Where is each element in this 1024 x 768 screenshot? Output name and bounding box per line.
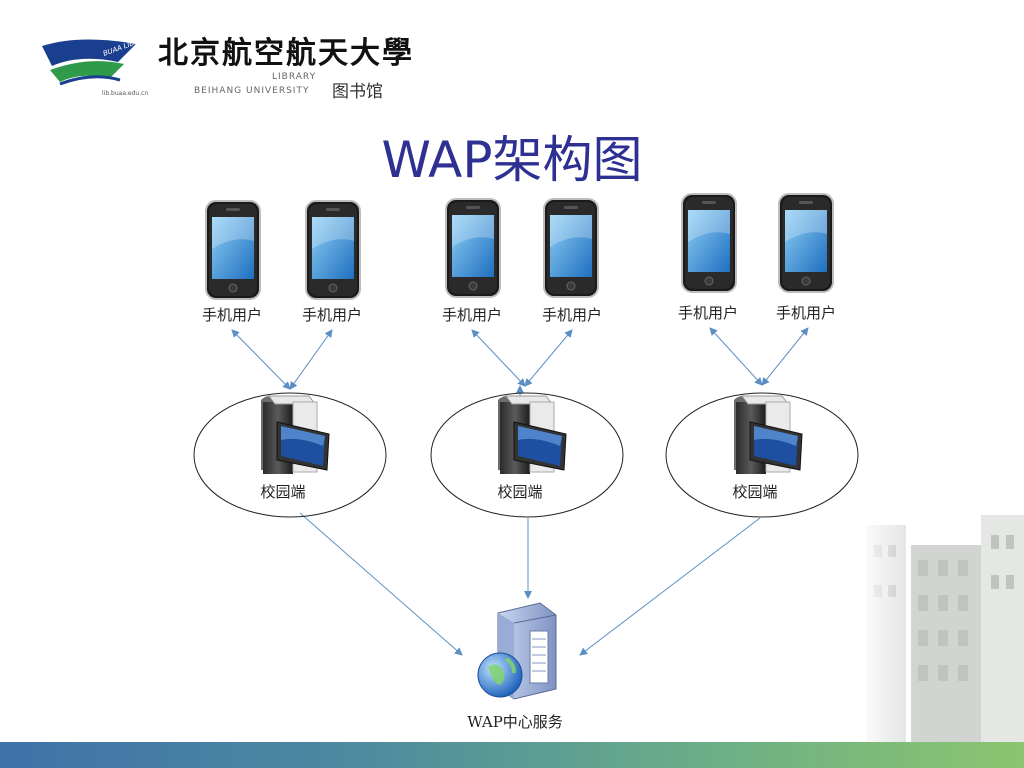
- phone-label-6: 手机用户: [776, 304, 836, 322]
- center-server-icon: [477, 602, 557, 700]
- bottom-gradient-bar: [0, 742, 1024, 768]
- arrow-phone3-campus2: [471, 329, 526, 387]
- buaa-library-logo: BUAA LIBRARY lib.buaa.edu.cn 北京航空航天大學 LI…: [40, 28, 420, 108]
- center-label: WAP中心服务: [467, 713, 563, 731]
- phone-label-2: 手机用户: [302, 306, 362, 324]
- buaa-emblem-icon: BUAA LIBRARY: [42, 33, 148, 86]
- globe-icon: [477, 652, 523, 698]
- phone-label-1: 手机用户: [202, 306, 262, 324]
- mobile-phone-icon: [445, 198, 501, 298]
- phone-label-4: 手机用户: [542, 306, 602, 324]
- arrow-campus1-center: [299, 512, 463, 656]
- phone-to-campus-arrows: [231, 327, 809, 451]
- mobile-phone-icon: [543, 198, 599, 298]
- campus-terminal-icon: [261, 395, 330, 474]
- arrow-campus3-center: [579, 517, 761, 656]
- university-name-cn: 北京航空航天大學: [158, 36, 414, 71]
- arrow-phone1-campus1: [231, 329, 291, 390]
- campus-terminal-icon: [734, 395, 803, 474]
- arrow-phone4-campus2: [524, 329, 573, 387]
- arrow-phone6-campus3: [761, 327, 809, 386]
- building-background-image: [856, 505, 1024, 743]
- mobile-phone-icon: [305, 200, 361, 300]
- campus-ellipse-2: [430, 392, 624, 518]
- campus-terminal-icon: [498, 395, 567, 474]
- campus-ellipse-3: [665, 392, 859, 518]
- arrow-phone2-campus1: [289, 329, 333, 390]
- mobile-phone-icon: [778, 193, 834, 293]
- phone-label-5: 手机用户: [678, 304, 738, 322]
- campus-label-1: 校园端: [260, 483, 305, 501]
- logo-url: lib.buaa.edu.cn: [102, 90, 149, 97]
- phone-label-3: 手机用户: [442, 306, 502, 324]
- library-label-cn: 图书馆: [332, 82, 383, 102]
- arrow-phone5-campus3: [709, 327, 763, 386]
- campus-label-3: 校园端: [732, 483, 777, 501]
- library-label-en: LIBRARY: [272, 72, 317, 82]
- page-title: WAP架构图: [381, 131, 643, 189]
- university-name-en: BEIHANG UNIVERSITY: [194, 86, 310, 96]
- campus-to-center-arrows: [299, 512, 761, 656]
- campus-label-2: 校园端: [497, 483, 542, 501]
- mobile-phone-icon: [681, 193, 737, 293]
- mobile-phone-icon: [205, 200, 261, 300]
- campus-ellipse-1: [193, 392, 387, 518]
